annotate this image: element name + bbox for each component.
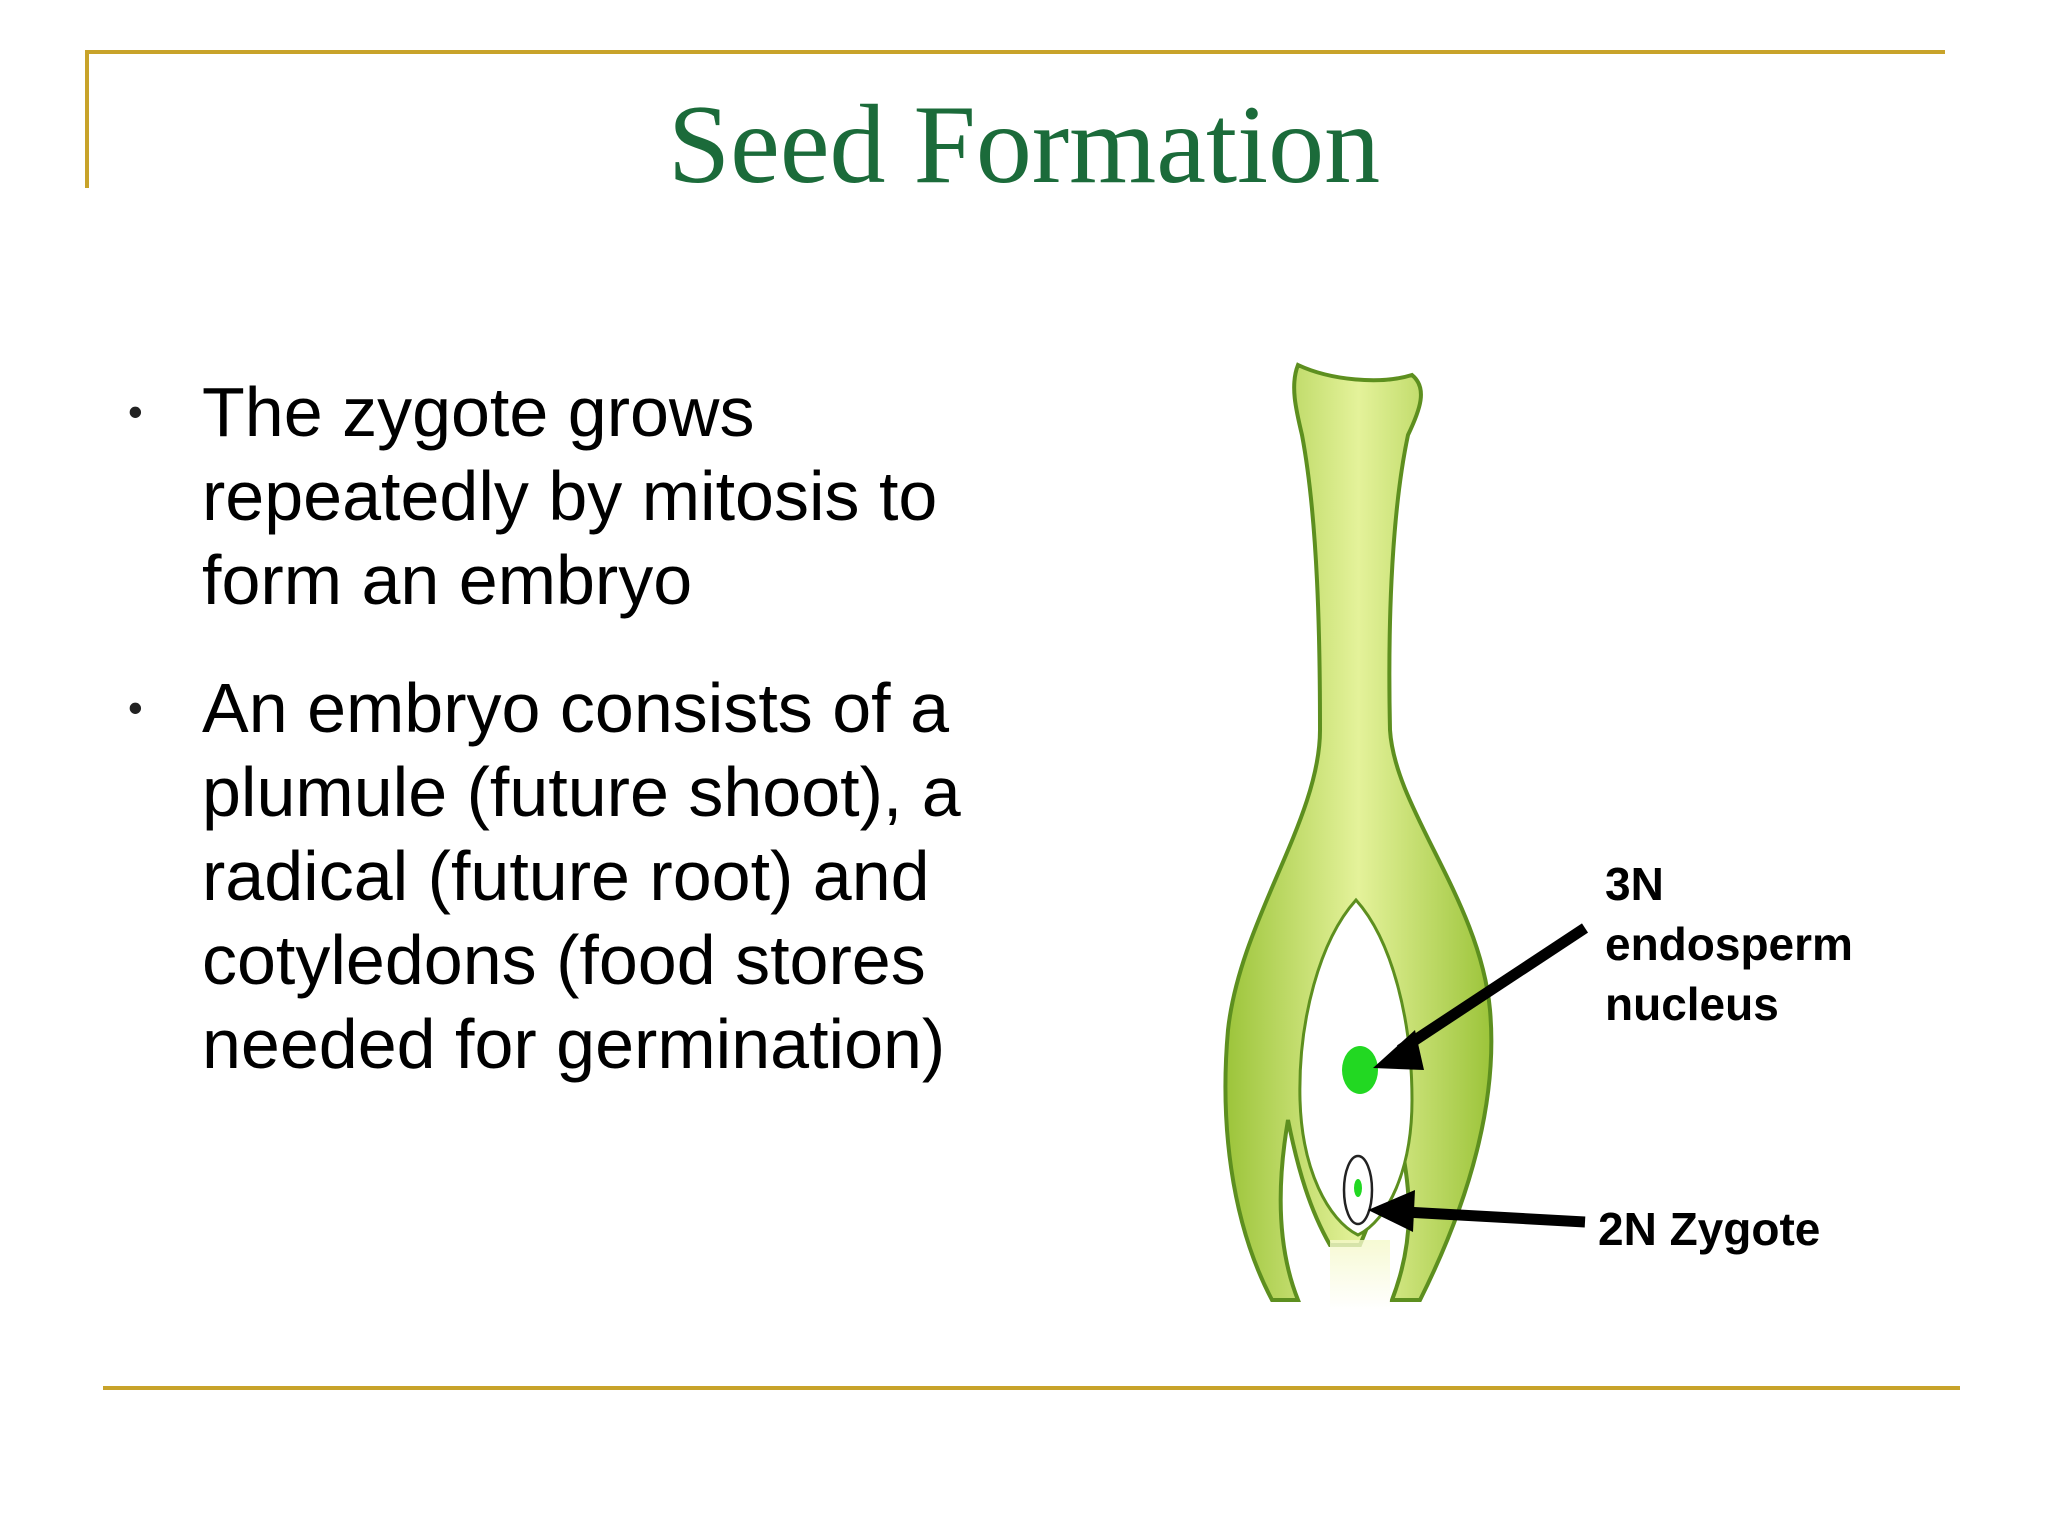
- bullet-item: • An embryo consists of a plumule (futur…: [110, 666, 1010, 1086]
- seed-formation-diagram: 3N endosperm nucleus 2N Zygote: [1180, 340, 1940, 1340]
- bottom-border-line: [103, 1386, 1960, 1390]
- top-border-line: [85, 50, 1945, 54]
- endosperm-label-line3: nucleus: [1605, 978, 1779, 1030]
- slide-title: Seed Formation: [667, 83, 1381, 207]
- bullet-text: The zygote grows repeatedly by mitosis t…: [202, 373, 938, 619]
- endosperm-label-line1: 3N: [1605, 858, 1664, 910]
- zygote-arrowhead: [1368, 1190, 1415, 1232]
- zygote-arrow-line: [1404, 1206, 1586, 1228]
- endosperm-label-line2: endosperm: [1605, 918, 1853, 970]
- base-fade: [1330, 1240, 1390, 1310]
- zygote-nucleus: [1354, 1179, 1362, 1197]
- endosperm-arrowhead: [1373, 1030, 1424, 1070]
- bullet-list: • The zygote grows repeatedly by mitosis…: [110, 370, 1010, 1130]
- zygote-label: 2N Zygote: [1598, 1203, 1820, 1255]
- bullet-item: • The zygote grows repeatedly by mitosis…: [110, 370, 1010, 622]
- left-border-line: [85, 50, 89, 188]
- endosperm-nucleus: [1342, 1046, 1378, 1094]
- ovule-illustration: 3N endosperm nucleus 2N Zygote: [1223, 362, 1853, 1310]
- bullet-marker: •: [128, 388, 143, 435]
- bullet-text: An embryo consists of a plumule (future …: [202, 669, 961, 1083]
- endosperm-arrow-line: [1396, 923, 1589, 1055]
- bullet-marker: •: [128, 684, 143, 731]
